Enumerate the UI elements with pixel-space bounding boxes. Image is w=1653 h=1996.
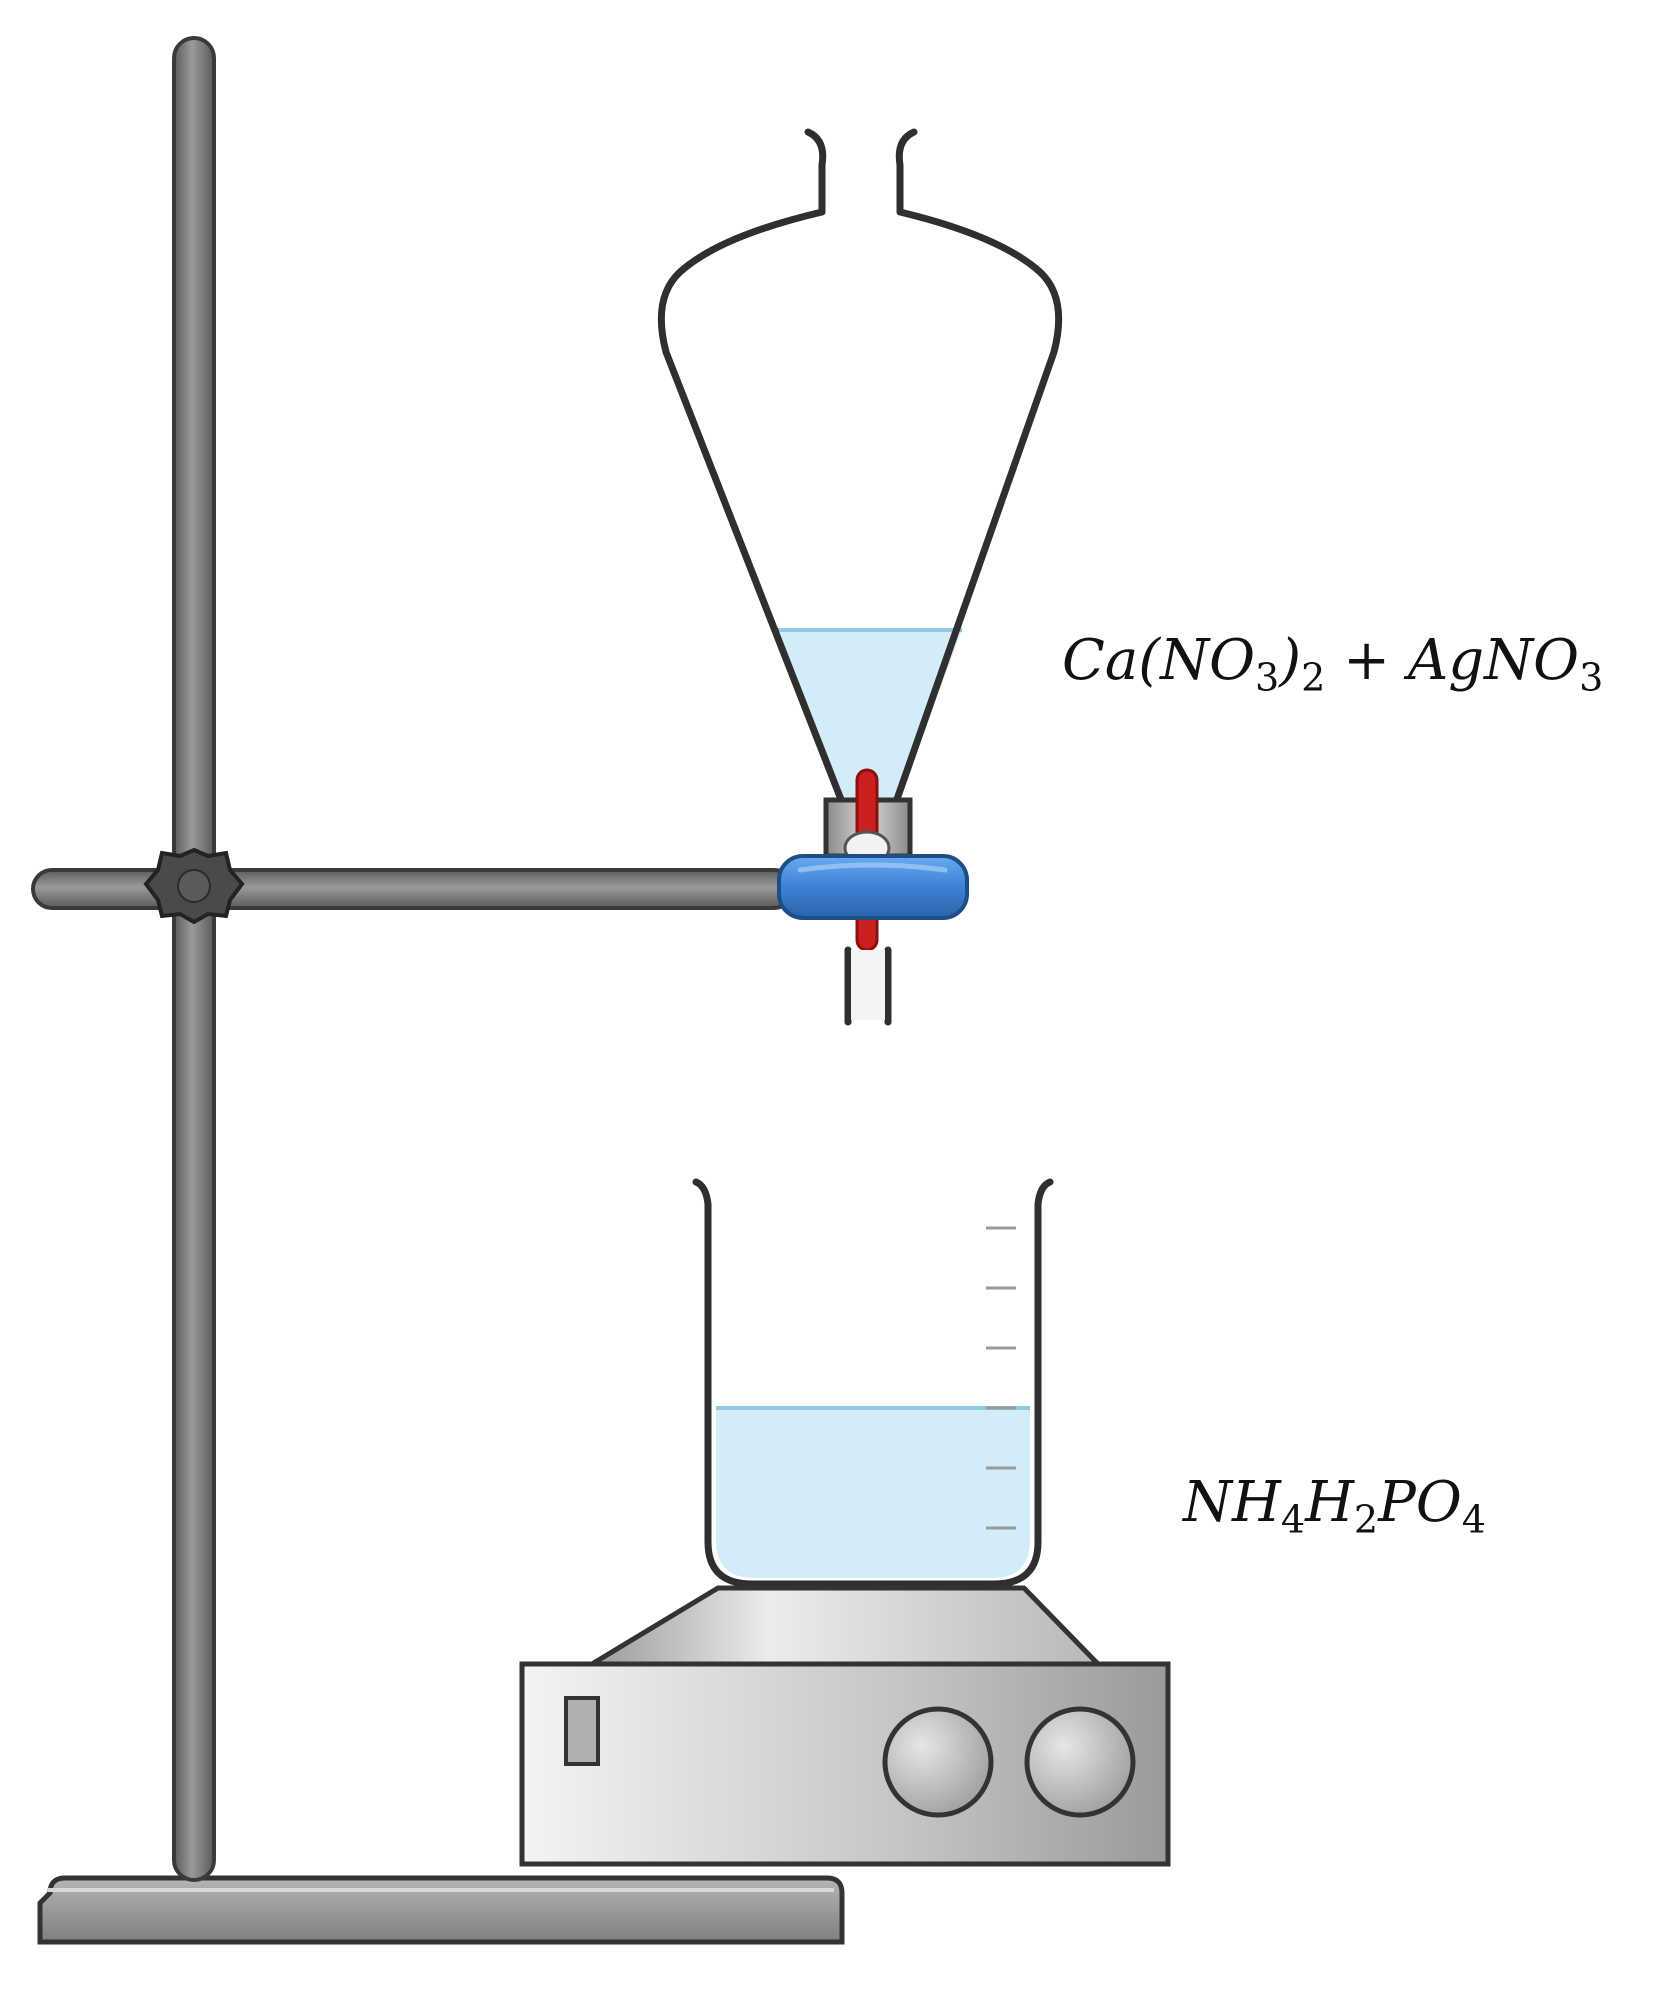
beaker-liquid	[716, 1408, 1030, 1578]
clamp-arm	[31, 868, 795, 910]
temperature-knob	[882, 1706, 994, 1818]
boss-head-knob	[143, 847, 245, 925]
funnel-clamp	[777, 854, 969, 920]
funnel-solution-label: Ca(NO3)2 + AgNO3	[1062, 628, 1604, 700]
beaker-solution-label: NH4H2PO4	[1183, 1470, 1486, 1542]
beaker	[692, 1178, 1054, 1588]
stir-speed-knob	[1024, 1706, 1136, 1818]
funnel-stem	[844, 946, 892, 1026]
funnel-glass	[657, 128, 1063, 806]
hot-plate-top	[589, 1585, 1101, 1667]
stand-rod	[172, 36, 216, 1882]
stand-base	[37, 1875, 845, 1945]
power-switch	[564, 1696, 600, 1766]
beaker-graduations	[986, 1226, 1016, 1530]
funnel-liquid	[776, 630, 962, 800]
hot-plate-stirrer	[519, 1585, 1171, 1867]
beaker-glass	[692, 1178, 1054, 1588]
